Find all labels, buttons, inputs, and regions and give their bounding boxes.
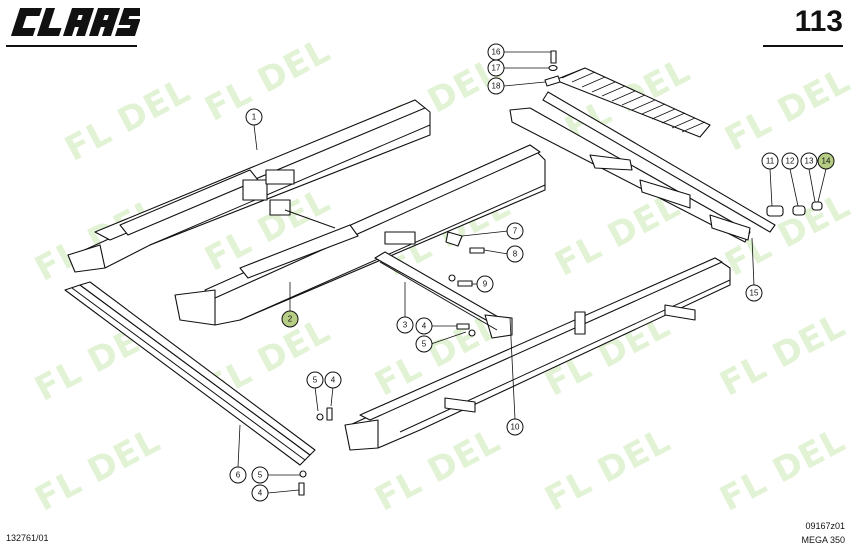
svg-text:18: 18 <box>492 82 501 91</box>
callout-14: 14 <box>817 152 835 170</box>
callout-17: 17 <box>487 59 505 77</box>
frame-rail-left <box>67 99 431 273</box>
callout-16: 16 <box>487 43 505 61</box>
svg-text:7: 7 <box>513 227 518 236</box>
callout-9: 9 <box>476 275 494 293</box>
svg-text:16: 16 <box>492 48 501 57</box>
svg-text:4: 4 <box>331 376 336 385</box>
svg-text:14: 14 <box>822 157 831 166</box>
callout-10: 10 <box>506 418 524 436</box>
header-rule-left <box>6 45 137 47</box>
leader-lines <box>237 51 827 494</box>
svg-text:4: 4 <box>422 322 427 331</box>
drawing-reference: 132761/01 <box>6 533 49 543</box>
channel-assembly <box>509 67 776 243</box>
svg-text:9: 9 <box>483 280 488 289</box>
callout-4: 4 <box>251 484 269 502</box>
callout-18: 18 <box>487 77 505 95</box>
claas-logo <box>10 8 140 36</box>
svg-text:11: 11 <box>766 157 775 166</box>
callout-7: 7 <box>506 222 524 240</box>
angled-shield <box>64 281 316 466</box>
callout-4: 4 <box>324 371 342 389</box>
svg-text:15: 15 <box>750 289 759 298</box>
page-number: 113 <box>794 5 843 38</box>
svg-text:12: 12 <box>786 157 795 166</box>
svg-text:13: 13 <box>805 157 814 166</box>
svg-text:17: 17 <box>492 64 501 73</box>
frame-rail-lower <box>344 257 731 451</box>
callout-15: 15 <box>745 284 763 302</box>
svg-text:3: 3 <box>403 321 408 330</box>
cross-bar <box>374 251 513 339</box>
svg-text:1: 1 <box>252 113 257 122</box>
svg-text:5: 5 <box>422 340 427 349</box>
svg-text:8: 8 <box>513 250 518 259</box>
svg-text:6: 6 <box>236 471 241 480</box>
callout-3: 3 <box>396 316 414 334</box>
svg-text:10: 10 <box>511 423 520 432</box>
svg-text:5: 5 <box>258 471 263 480</box>
callout-13: 13 <box>800 152 818 170</box>
svg-text:5: 5 <box>313 376 318 385</box>
callout-6: 6 <box>229 466 247 484</box>
callout-5: 5 <box>251 466 269 484</box>
callout-8: 8 <box>506 245 524 263</box>
hardware <box>298 50 823 496</box>
callout-11: 11 <box>761 152 779 170</box>
callout-12: 12 <box>781 152 799 170</box>
callout-5: 5 <box>415 335 433 353</box>
callout-4: 4 <box>415 317 433 335</box>
svg-text:4: 4 <box>258 489 263 498</box>
frame-rail-middle <box>174 144 546 326</box>
model-name: MEGA 350 <box>801 535 845 545</box>
header-rule-right <box>763 45 843 47</box>
callout-2: 2 <box>281 310 299 328</box>
callout-5: 5 <box>306 371 324 389</box>
callout-1: 1 <box>245 108 263 126</box>
svg-text:2: 2 <box>288 315 293 324</box>
figure-reference: 09167z01 <box>805 521 845 531</box>
